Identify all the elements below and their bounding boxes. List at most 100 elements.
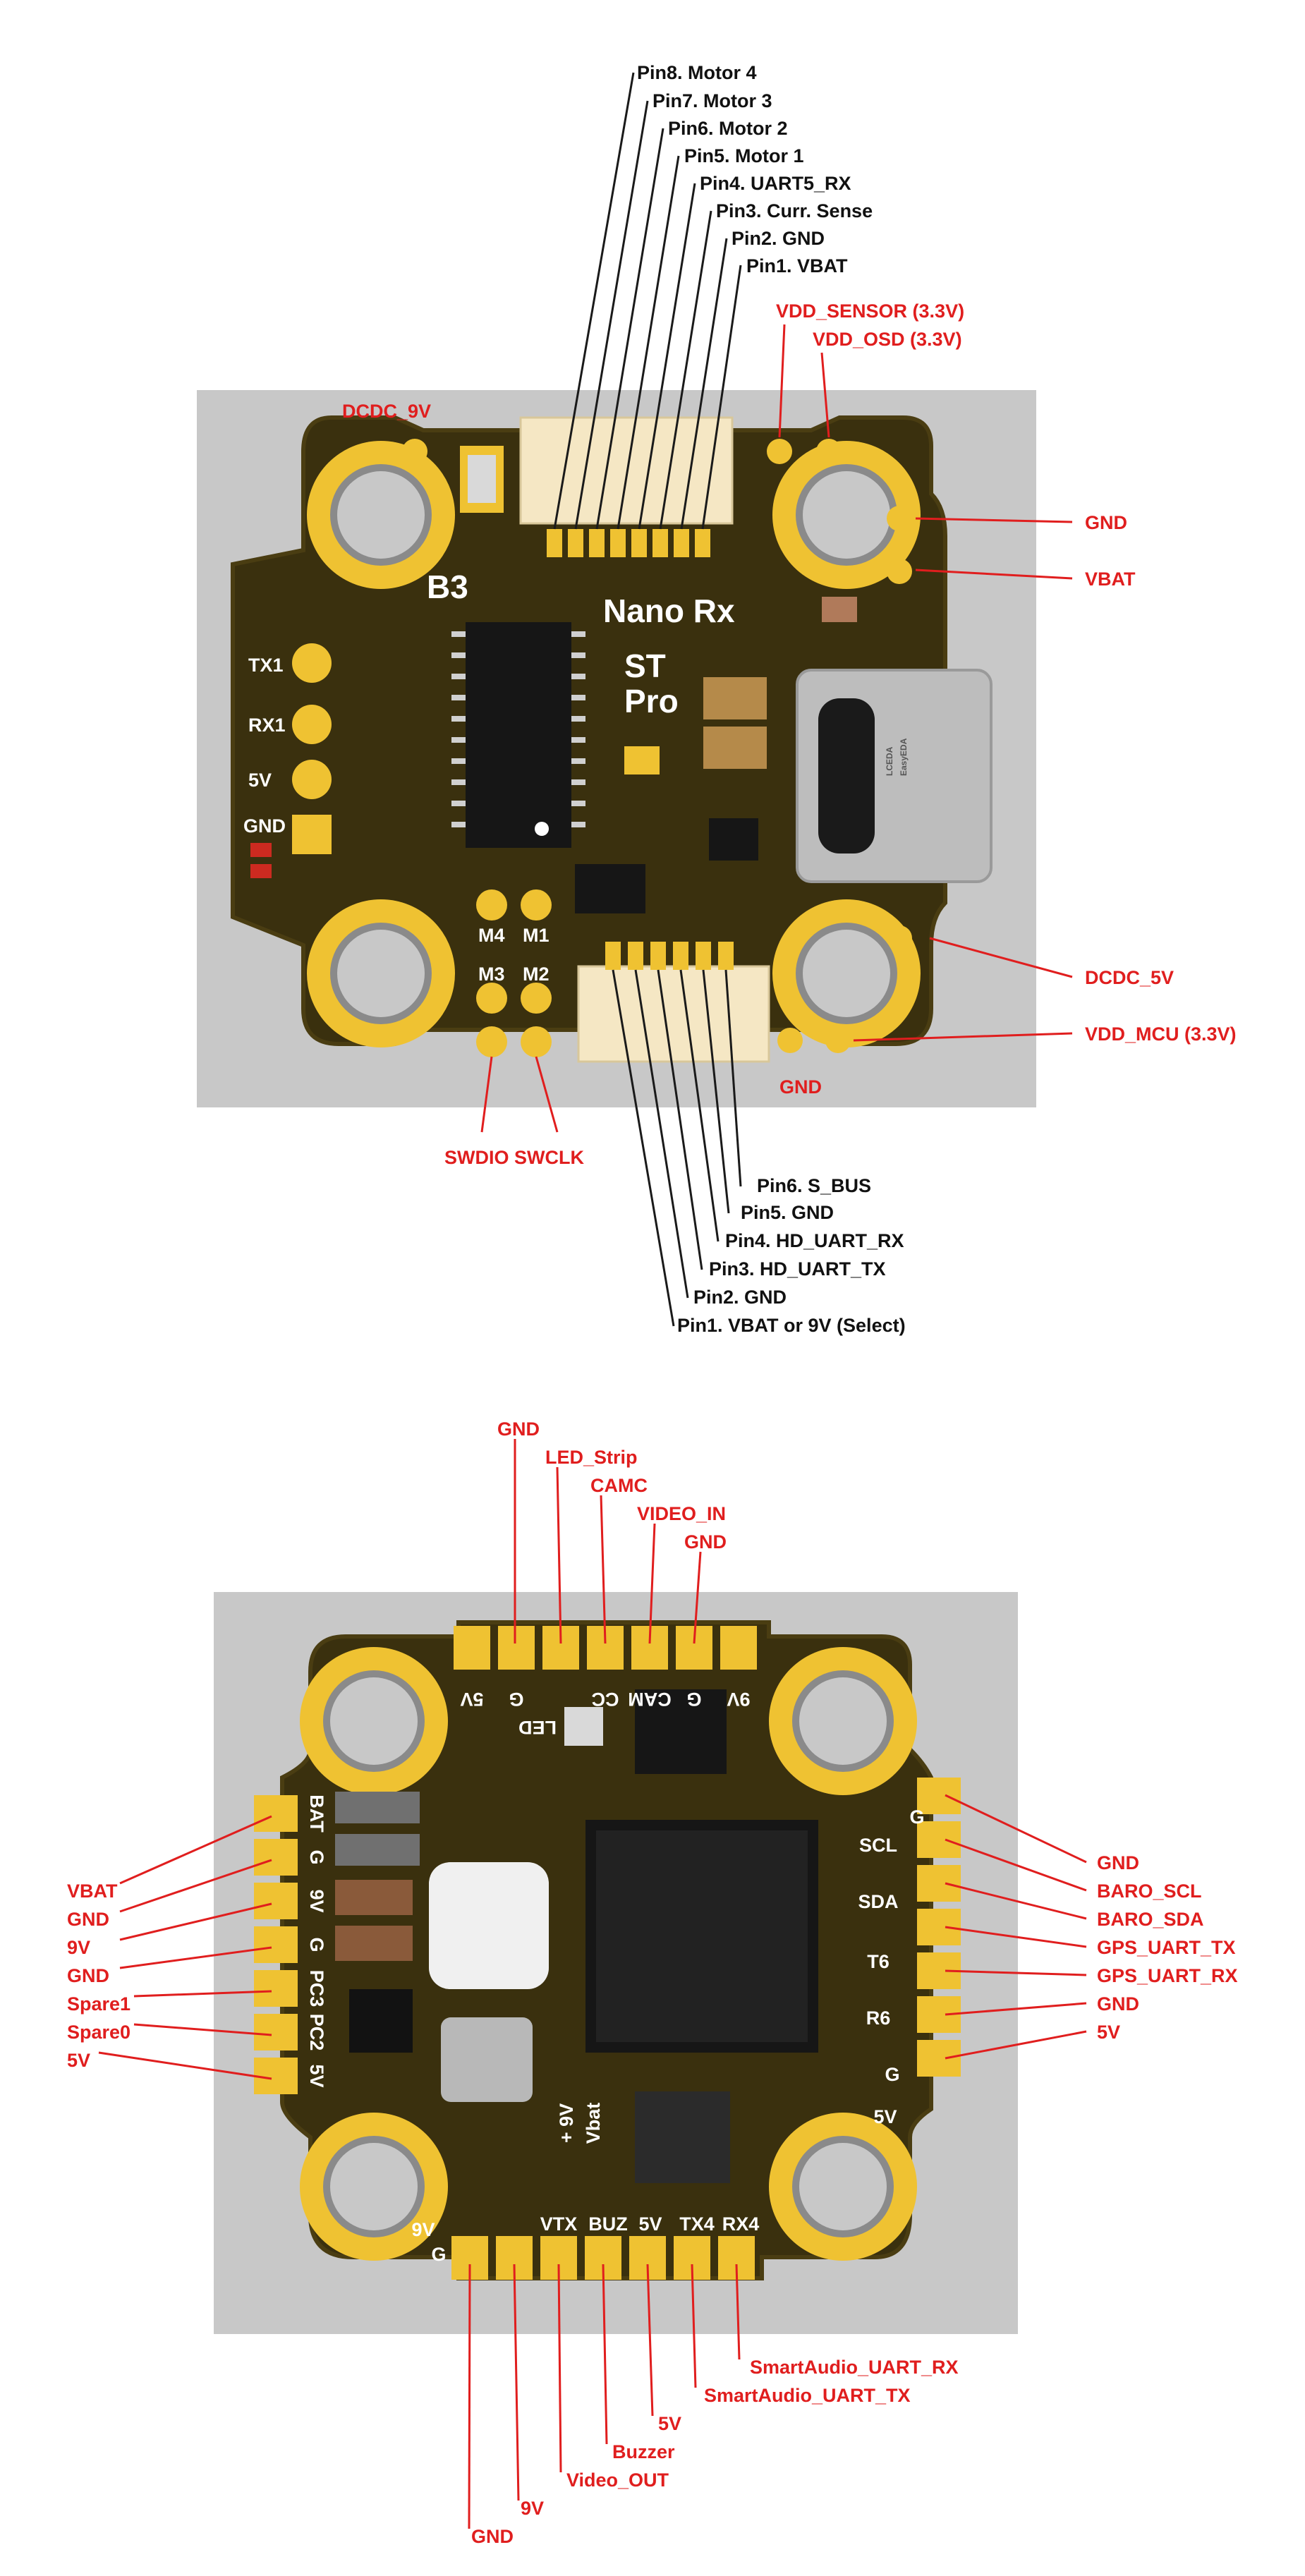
pad-dcdc-5v — [887, 925, 912, 951]
silk-tx1: TX1 — [248, 655, 284, 676]
label-smartaudio-tx: SmartAudio_UART_TX — [704, 2385, 911, 2406]
label-bottom-5v: 5V — [658, 2413, 681, 2434]
bottom-mount-hole-br — [769, 2113, 917, 2261]
silk-nano-rx: Nano Rx — [603, 593, 735, 629]
label-vdd-mcu: VDD_MCU (3.3V) — [1085, 1023, 1237, 1045]
bottom-reg — [349, 1989, 413, 2053]
label-gnd-bottom: GND — [779, 1076, 822, 1098]
silk-bt-cc: CC — [592, 1689, 619, 1710]
top-ic-pins — [451, 631, 585, 827]
silk-br-scl: SCL — [859, 1835, 897, 1856]
silk-br-t6: T6 — [867, 1951, 890, 1972]
label-right-baro-sda: BARO_SDA — [1097, 1909, 1204, 1930]
silk-bl-pc2: PC2 — [306, 2014, 327, 2051]
usb-mark-2: EasyEDA — [899, 738, 909, 776]
label-led-strip: LED_Strip — [545, 1447, 638, 1468]
label-vbat-right: VBAT — [1085, 569, 1136, 590]
pad-m1 — [521, 889, 552, 921]
label-top-gnd-2: GND — [684, 1531, 727, 1553]
silk-bb-g: G — [431, 2244, 446, 2265]
label-top-gnd-1: GND — [497, 1418, 540, 1440]
label-smartaudio-rx: SmartAudio_UART_RX — [750, 2357, 959, 2378]
bottom-cap-2 — [335, 1926, 413, 1961]
top-mount-hole-br — [772, 899, 921, 1047]
bottom-inductor — [441, 2017, 533, 2102]
motor-pin-5: Pin5. Motor 1 — [684, 145, 804, 166]
silk-br-sda: SDA — [858, 1891, 898, 1912]
rx-pin-6: Pin6. S_BUS — [757, 1175, 871, 1196]
pad-gnd — [292, 815, 332, 854]
silk-vbat-select: Vbat — [583, 2103, 604, 2144]
top-ic — [466, 622, 571, 848]
label-buzzer: Buzzer — [612, 2441, 675, 2462]
label-left-gnd-1: GND — [67, 1909, 109, 1930]
top-rx-connector — [577, 965, 770, 1063]
rx-pin-4: Pin4. HD_UART_RX — [725, 1230, 904, 1251]
silk-bt-led: LED — [518, 1717, 557, 1738]
bottom-cap-1 — [335, 1880, 413, 1915]
top-board: LCEDA EasyEDA — [197, 62, 1237, 1336]
silk-bl-pc3: PC3 — [306, 1970, 327, 2007]
small-ic-1 — [575, 864, 645, 913]
bottom-sensor — [564, 1707, 603, 1746]
bottom-top-pads — [454, 1626, 757, 1670]
motor-pin-1: Pin1. VBAT — [746, 255, 848, 277]
label-camc: CAMC — [590, 1475, 648, 1496]
pad-m4 — [476, 889, 507, 921]
silk-bt-5v: 5V — [460, 1689, 483, 1710]
pad-swclk — [521, 1026, 552, 1057]
silk-br-r6: R6 — [866, 2007, 891, 2029]
label-bottom-gnd: GND — [471, 2526, 514, 2547]
label-right-gps-rx: GPS_UART_RX — [1097, 1965, 1238, 1986]
motor-pin-3: Pin3. Curr. Sense — [716, 200, 873, 221]
label-right-baro-scl: BARO_SCL — [1097, 1881, 1202, 1902]
silk-bl-g: G — [306, 1849, 327, 1864]
small-ic-2 — [709, 818, 758, 861]
top-motor-leaders — [553, 72, 742, 530]
label-swdio-swclk: SWDIO SWCLK — [444, 1147, 584, 1168]
label-vdd-osd: VDD_OSD (3.3V) — [813, 329, 962, 350]
bottom-white-connector — [429, 1862, 549, 1989]
pad-m3 — [476, 983, 507, 1014]
label-left-gnd-2: GND — [67, 1965, 109, 1986]
bottom-small-chip — [635, 2091, 730, 2183]
bottom-diode-2 — [335, 1834, 420, 1866]
silk-bb-rx4: RX4 — [722, 2213, 760, 2235]
label-video-in: VIDEO_IN — [637, 1503, 726, 1524]
label-left-5v: 5V — [67, 2050, 90, 2071]
label-dcdc-5v: DCDC_5V — [1085, 967, 1174, 988]
silk-bt-g2: G — [686, 1689, 701, 1710]
pad-gnd-right — [887, 506, 912, 531]
bottom-left-pads — [254, 1795, 298, 2094]
bottom-mount-hole-tr — [769, 1647, 917, 1795]
rx-pin-5: Pin5. GND — [741, 1202, 834, 1223]
pad-5v — [292, 760, 332, 799]
silk-bl-5v: 5V — [306, 2064, 327, 2087]
bottom-board: 5V G LED CC CAM G 9V BAT G 9V G PC3 PC2 … — [67, 1418, 1238, 2547]
motor-pin-8: Pin8. Motor 4 — [637, 62, 757, 83]
top-rx-connector-pads — [605, 942, 734, 970]
label-left-9v: 9V — [67, 1937, 90, 1958]
silk-bb-buz: BUZ — [588, 2213, 628, 2235]
silk-b3: B3 — [427, 569, 468, 605]
silk-bb-tx4: TX4 — [679, 2213, 715, 2235]
silk-m3: M3 — [478, 964, 505, 985]
capacitor-top — [822, 597, 857, 622]
silk-bl-bat: BAT — [306, 1794, 327, 1833]
silk-m2: M2 — [523, 964, 550, 985]
silk-5v: 5V — [248, 770, 272, 791]
silk-br-5v: 5V — [873, 2106, 897, 2127]
top-mount-hole-tr — [772, 441, 921, 589]
bottom-mount-hole-tl — [300, 1647, 448, 1795]
silk-bb-vtx: VTX — [540, 2213, 578, 2235]
label-left-vbat: VBAT — [67, 1881, 118, 1902]
silk-bt-cam: CAM — [628, 1689, 672, 1710]
label-gnd-right: GND — [1085, 512, 1127, 533]
pad-vbat-right — [887, 559, 912, 584]
label-dcdc-9v: DCDC_9V — [342, 401, 431, 422]
usb-mark-1: LCEDA — [885, 746, 894, 776]
pad-vdd-osd — [816, 439, 842, 464]
silk-gnd: GND — [243, 815, 286, 837]
pad-dcdc-9v — [402, 439, 427, 464]
